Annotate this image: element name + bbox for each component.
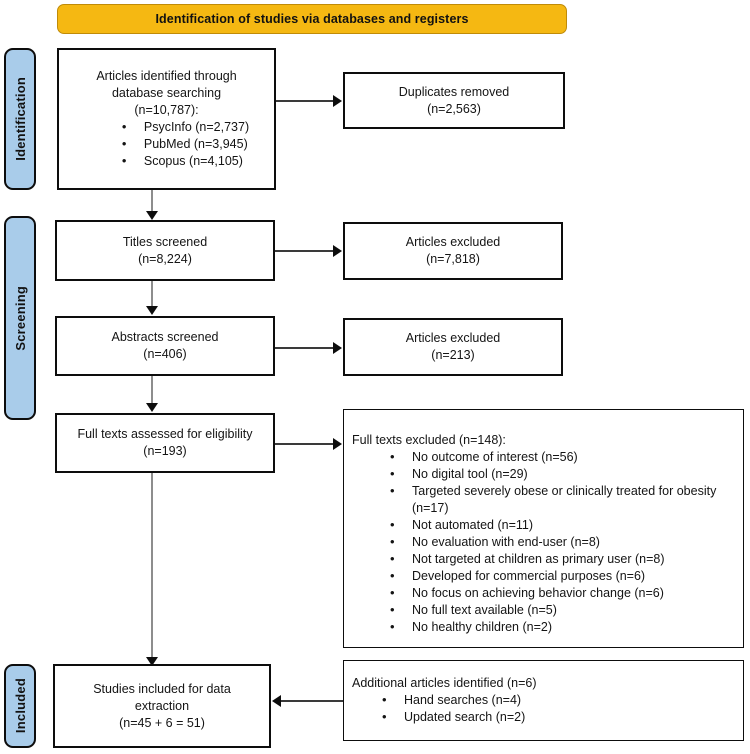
list-item: Developed for commercial purposes (n=6) <box>390 567 735 585</box>
additional-articles-heading: Additional articles identified (n=6) <box>352 676 537 690</box>
abstracts-screened-line1: Abstracts screened <box>111 330 219 344</box>
duplicates-removed-line2: (n=2,563) <box>427 101 481 116</box>
full-texts-excluded-reason-list: No outcome of interest (n=56) No digital… <box>352 448 735 636</box>
full-texts-excluded-heading: Full texts excluded (n=148): <box>352 433 506 447</box>
duplicates-removed-line1: Duplicates removed <box>398 84 510 99</box>
stage-tab-included-label: Included <box>12 678 28 734</box>
records-identified-line3: (n=10,787): <box>134 103 199 117</box>
arrow-right-icon <box>333 95 342 107</box>
list-item: PubMed (n=3,945) <box>122 135 249 153</box>
list-item: No focus on achieving behavior change (n… <box>390 584 735 602</box>
stage-tab-included: Included <box>4 664 36 748</box>
list-item: No digital tool (n=29) <box>390 465 735 483</box>
abstracts-excluded-line2: (n=213) <box>431 348 475 362</box>
list-item: Updated search (n=2) <box>382 708 525 726</box>
studies-included-line2: extraction <box>134 698 190 713</box>
box-additional-articles: Additional articles identified (n=6) Han… <box>343 660 744 741</box>
stage-tab-identification: Identification <box>4 48 36 190</box>
list-item: No healthy children (n=2) <box>390 618 735 636</box>
box-full-texts-excluded: Full texts excluded (n=148): No outcome … <box>343 409 744 648</box>
records-identified-line2: database searching <box>111 86 222 100</box>
studies-included-line3: (n=45 + 6 = 51) <box>119 715 205 730</box>
abstracts-screened-line2: (n=406) <box>143 347 187 361</box>
titles-excluded-line1: Articles excluded <box>405 235 501 249</box>
stage-tab-screening-label: Screening <box>12 285 28 351</box>
diagram-banner: Identification of studies via databases … <box>57 4 567 34</box>
stage-tab-identification-label: Identification <box>12 77 28 161</box>
list-item: No evaluation with end-user (n=8) <box>390 533 735 551</box>
titles-screened-line1: Titles screened <box>122 234 208 249</box>
additional-articles-source-list: Hand searches (n=4) Updated search (n=2) <box>352 691 525 726</box>
arrow-down-icon <box>146 211 158 220</box>
box-records-identified: Articles identified through database sea… <box>57 48 276 190</box>
connector-identified-to-duplicates <box>276 100 334 102</box>
full-texts-assessed-line1: Full texts assessed for eligibility <box>77 427 253 441</box>
box-studies-included: Studies included for data extraction (n=… <box>53 664 271 748</box>
list-item: No outcome of interest (n=56) <box>390 448 735 466</box>
full-texts-assessed-line2: (n=193) <box>143 444 187 458</box>
list-item: Hand searches (n=4) <box>382 691 525 709</box>
connector-identified-to-titles <box>151 190 153 214</box>
box-full-texts-assessed: Full texts assessed for eligibility (n=1… <box>55 413 275 473</box>
list-item: PsycInfo (n=2,737) <box>122 118 249 136</box>
connector-fulltexts-to-excluded <box>275 443 334 445</box>
box-duplicates-removed: Duplicates removed (n=2,563) <box>343 72 565 129</box>
connector-abstracts-to-fulltexts <box>151 376 153 404</box>
records-identified-source-list: PsycInfo (n=2,737) PubMed (n=3,945) Scop… <box>84 118 249 170</box>
titles-screened-line2: (n=8,224) <box>138 251 192 266</box>
arrow-right-icon <box>333 438 342 450</box>
connector-titles-to-excluded <box>275 250 334 252</box>
titles-excluded-line2: (n=7,818) <box>426 252 480 266</box>
connector-abstracts-to-excluded <box>275 347 334 349</box>
list-item: Scopus (n=4,105) <box>122 152 249 170</box>
list-item: Not automated (n=11) <box>390 516 735 534</box>
connector-titles-to-abstracts <box>151 281 153 307</box>
box-titles-screened: Titles screened (n=8,224) <box>55 220 275 281</box>
box-abstracts-excluded: Articles excluded (n=213) <box>343 318 563 376</box>
studies-included-line1: Studies included for data <box>93 681 231 696</box>
list-item: No full text available (n=5) <box>390 601 735 619</box>
records-identified-line1: Articles identified through <box>96 69 237 83</box>
arrow-down-icon <box>146 657 158 666</box>
connector-additional-to-included <box>281 700 343 702</box>
arrow-down-icon <box>146 306 158 315</box>
arrow-down-icon <box>146 403 158 412</box>
arrow-right-icon <box>333 342 342 354</box>
box-titles-excluded: Articles excluded (n=7,818) <box>343 222 563 280</box>
connector-fulltexts-to-included <box>151 473 153 663</box>
list-item: Not targeted at children as primary user… <box>390 550 735 568</box>
stage-tab-screening: Screening <box>4 216 36 420</box>
arrow-left-icon <box>272 695 281 707</box>
banner-title: Identification of studies via databases … <box>155 12 469 26</box>
arrow-right-icon <box>333 245 342 257</box>
list-item: Targeted severely obese or clinically tr… <box>390 482 735 517</box>
box-abstracts-screened: Abstracts screened (n=406) <box>55 316 275 376</box>
abstracts-excluded-line1: Articles excluded <box>405 331 501 345</box>
